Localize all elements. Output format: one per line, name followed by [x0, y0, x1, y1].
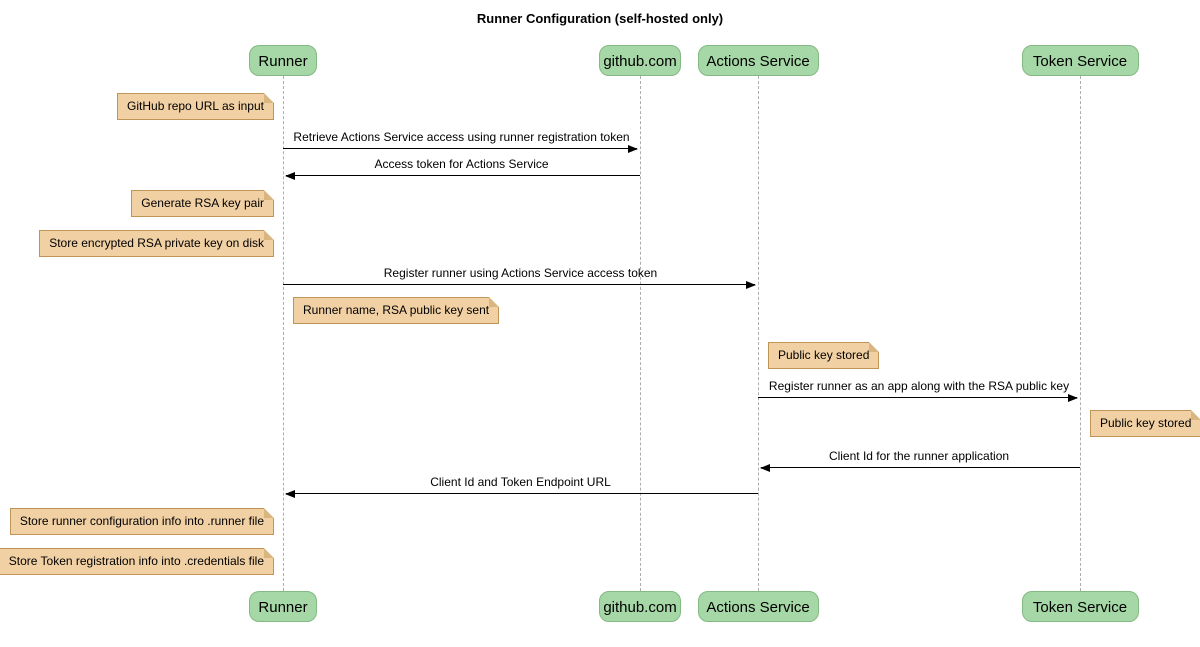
participant-token-top: Token Service — [1021, 45, 1139, 76]
note: Public key stored — [768, 342, 880, 369]
note: GitHub repo URL as input — [117, 93, 274, 120]
participant-github-top: github.com — [599, 45, 681, 76]
message-label: Client Id for the runner application — [828, 449, 1010, 463]
lifeline-token — [1080, 76, 1081, 591]
participant-runner-bottom: Runner — [249, 591, 317, 622]
note: Public key stored — [1090, 410, 1200, 437]
participant-runner-top: Runner — [249, 45, 317, 76]
diagram-title: Runner Configuration (self-hosted only) — [476, 11, 724, 26]
message-line — [286, 493, 758, 494]
lifeline-runner — [283, 76, 284, 591]
arrowhead-right-icon — [1068, 394, 1078, 402]
message-label: Client Id and Token Endpoint URL — [430, 475, 611, 489]
participant-token-bottom: Token Service — [1021, 591, 1139, 622]
participant-actions-bottom: Actions Service — [697, 591, 819, 622]
note: Runner name, RSA public key sent — [293, 297, 500, 324]
note: Generate RSA key pair — [131, 190, 274, 217]
arrowhead-left-icon — [285, 490, 295, 498]
note: Store encrypted RSA private key on disk — [39, 230, 274, 257]
lifeline-actions — [758, 76, 759, 591]
message-label: Retrieve Actions Service access using ru… — [293, 130, 630, 144]
arrowhead-left-icon — [285, 172, 295, 180]
message-line — [761, 467, 1080, 468]
message-line — [283, 148, 637, 149]
lifeline-github — [640, 76, 641, 591]
message-line — [758, 397, 1077, 398]
participant-github-bottom: github.com — [599, 591, 681, 622]
note: Store Token registration info into .cred… — [0, 548, 275, 575]
arrowhead-right-icon — [746, 281, 756, 289]
note: Store runner configuration info into .ru… — [9, 508, 275, 535]
arrowhead-left-icon — [760, 464, 770, 472]
message-label: Access token for Actions Service — [374, 157, 549, 171]
arrowhead-right-icon — [628, 145, 638, 153]
message-line — [283, 284, 755, 285]
participant-actions-top: Actions Service — [697, 45, 819, 76]
message-label: Register runner as an app along with the… — [768, 379, 1070, 393]
message-label: Register runner using Actions Service ac… — [383, 266, 658, 280]
message-line — [286, 175, 640, 176]
